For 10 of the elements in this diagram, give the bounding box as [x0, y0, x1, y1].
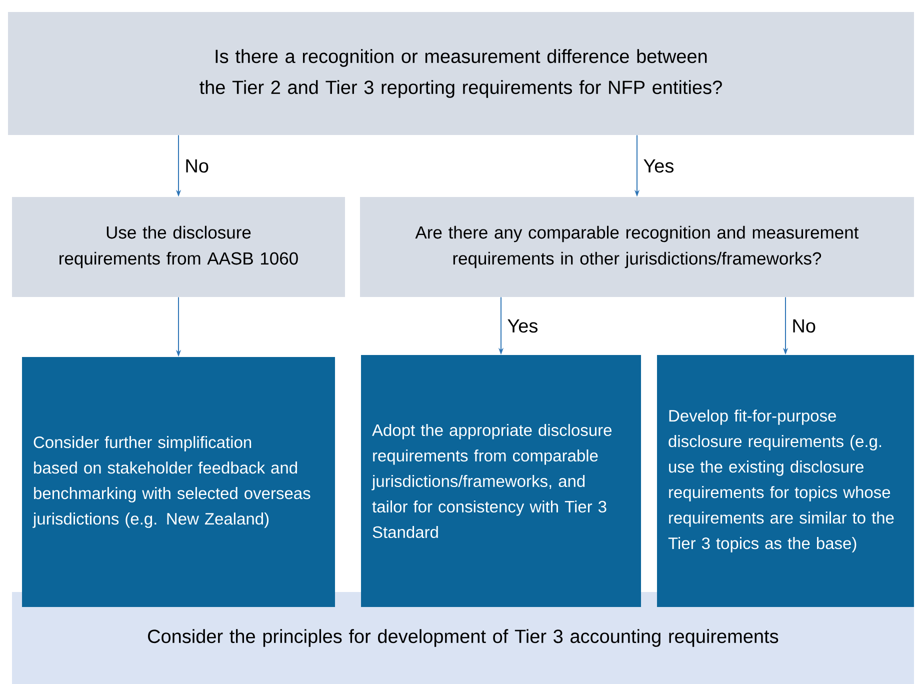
edge-label: Yes [508, 319, 538, 333]
result-box: Develop fit-for-purpose disclosure requirements (e.g. use the existing disclosure requirements for topics whose requirements are similar to the Tier 3 topics as the base) [657, 355, 914, 607]
process-box: Use the disclosure requirements from AASB 1060 [12, 197, 345, 297]
edge-label: No [186, 159, 208, 173]
edge-label: No [793, 319, 816, 333]
result-box: Consider further simplification based on stakeholder feedback and benchmarking with selected overseas jurisdictions (e.g. New Zealand) [22, 357, 335, 607]
result-box: Adopt the appropriate disclosure requirements from comparable jurisdictions/frameworks, and tailor for consistency with Tier 3 Standard [361, 355, 641, 607]
process-box: Are there any comparable recognition and measurement requirements in other jurisdictions/frameworks? [360, 197, 914, 297]
edge-label: Yes [644, 159, 674, 173]
process-box: Is there a recognition or measurement difference between the Tier 2 and Tier 3 reporting requirements for NFP entities? [8, 12, 914, 135]
